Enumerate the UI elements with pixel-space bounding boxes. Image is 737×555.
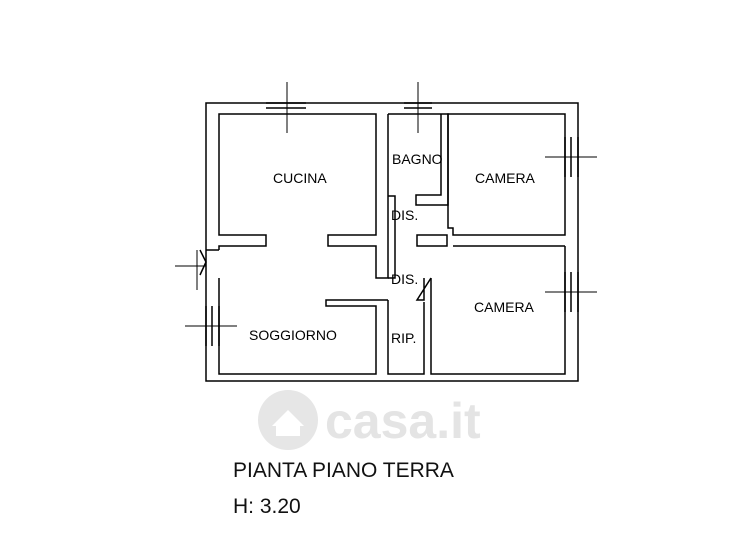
plan-title: PIANTA PIANO TERRA xyxy=(233,459,454,482)
room-label-dis-upper: DIS. xyxy=(391,207,418,223)
axis-mark-soggiorno xyxy=(185,306,237,346)
cucina-walls xyxy=(218,113,267,250)
dis-lower-walls xyxy=(387,300,425,375)
soggiorno-walls xyxy=(218,278,388,375)
walls xyxy=(199,102,579,382)
axis-mark-camera-bottom xyxy=(545,272,597,312)
axis-mark-cucina xyxy=(266,82,306,133)
room-label-rip: RIP. xyxy=(391,330,416,346)
axis-mark-entry xyxy=(175,250,206,290)
room-label-dis-lower: DIS. xyxy=(391,271,418,287)
room-label-camera-bottom: CAMERA xyxy=(474,299,535,315)
cucina-wall-right xyxy=(306,113,389,279)
camera-bottom-door xyxy=(415,277,432,301)
axis-marks xyxy=(175,82,597,346)
watermark-text: casa.it xyxy=(325,393,481,449)
room-label-bagno: BAGNO xyxy=(392,151,443,167)
camera-top-walls xyxy=(447,113,566,236)
camera-top-lower xyxy=(416,234,448,247)
room-label-soggiorno: SOGGIORNO xyxy=(249,327,337,343)
outer-wall-outer xyxy=(205,102,579,382)
room-label-cucina: CUCINA xyxy=(273,170,327,186)
watermark: casa.it xyxy=(258,390,481,450)
ceiling-height: H: 3.20 xyxy=(233,495,301,518)
entry-door xyxy=(199,249,207,276)
corridor-wall xyxy=(388,195,396,279)
house-icon xyxy=(272,410,304,436)
room-label-camera-top: CAMERA xyxy=(475,170,536,186)
axis-mark-camera-top xyxy=(545,137,597,177)
axis-mark-bagno xyxy=(404,82,432,133)
